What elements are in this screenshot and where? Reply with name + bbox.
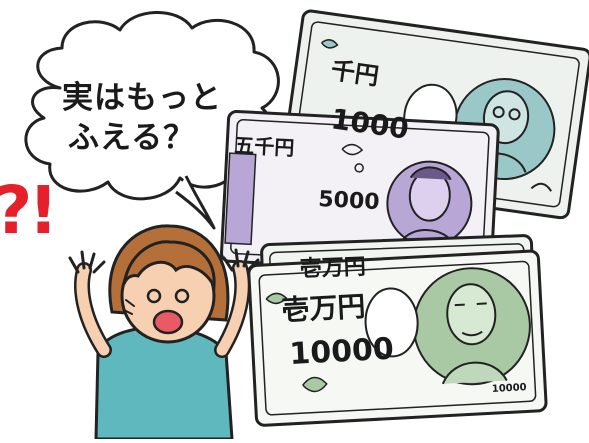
note-10000-value: 10000: [289, 332, 395, 372]
girl-character: [68, 224, 260, 441]
note-1000-kanji: 千円: [329, 56, 380, 90]
note-5000-value: 5000: [318, 187, 380, 215]
note-5000-kanji: 五千円: [234, 133, 295, 160]
banknote-10000-front: [247, 249, 548, 427]
speech-line-2: ふえる？: [68, 120, 196, 156]
speech-line-1: 実はもっと: [62, 80, 222, 116]
note-10000-corner-value: 10000: [492, 382, 527, 395]
exclamation-mark: ?!: [0, 172, 58, 249]
note-10000-kanji: 壱万円: [281, 290, 367, 327]
note-10000-back-kanji: 壱万円: [299, 255, 366, 282]
banknote-5000: [220, 109, 500, 277]
